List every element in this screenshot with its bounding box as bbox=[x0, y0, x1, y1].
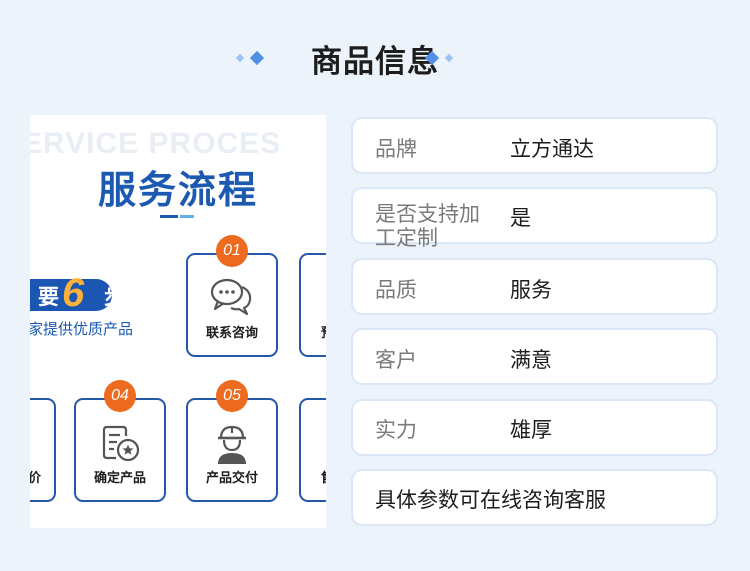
spec-label: 实力 bbox=[375, 418, 417, 442]
title-underline bbox=[160, 215, 178, 218]
spec-label: 品质 bbox=[375, 278, 417, 302]
section-header: 商品信息 bbox=[0, 34, 750, 82]
spec-card-note: 具体参数可在线咨询客服 bbox=[351, 469, 718, 526]
title-underline bbox=[180, 215, 194, 218]
service-process-image: ERVICE PROCES 服务流程 要 6 步 家提供优质产品 联系咨询 01… bbox=[30, 115, 326, 528]
step-number-badge: 04 bbox=[104, 380, 136, 412]
consult-note: 具体参数可在线咨询客服 bbox=[375, 488, 606, 512]
step-label: 产品交付 bbox=[205, 471, 258, 486]
pill-number: 6 bbox=[62, 271, 85, 315]
step-card-partial: 售 bbox=[299, 398, 326, 502]
background-watermark-text: ERVICE PROCES bbox=[30, 127, 282, 160]
step-card-partial: 预 bbox=[299, 253, 326, 357]
pill-prefix: 要 bbox=[38, 285, 59, 309]
worker-helmet-icon bbox=[212, 422, 252, 470]
pill-suffix: 步 bbox=[104, 285, 125, 309]
spec-card-strength: 实力 雄厚 bbox=[351, 399, 718, 456]
spec-label: 客户 bbox=[375, 348, 417, 372]
step-label: 预 bbox=[321, 322, 326, 341]
spec-card-customization: 是否支持加工定制 是 bbox=[351, 187, 718, 250]
step-card-confirm-product: 确定产品 bbox=[74, 398, 166, 502]
document-check-icon bbox=[98, 422, 142, 468]
step-number-badge: 01 bbox=[216, 235, 248, 267]
chat-bubbles-icon bbox=[209, 277, 255, 321]
page-title: 商品信息 bbox=[311, 44, 439, 80]
step-label: 售 bbox=[321, 467, 326, 486]
spec-card-quality: 品质 服务 bbox=[351, 258, 718, 315]
step-label: 价 bbox=[30, 471, 42, 486]
step-label: 确定产品 bbox=[93, 471, 146, 486]
spec-card-brand: 品牌 立方通达 bbox=[351, 117, 718, 174]
steps-pill: 要 6 步 bbox=[30, 271, 125, 315]
banner-subtitle: 家提供优质产品 bbox=[30, 320, 134, 338]
step-label: 联系咨询 bbox=[205, 326, 258, 341]
step-card-partial: 价 bbox=[30, 398, 56, 502]
spec-label: 是否支持加工定制 bbox=[375, 202, 480, 250]
spec-card-customer: 客户 满意 bbox=[351, 328, 718, 385]
spec-value: 雄厚 bbox=[510, 418, 552, 442]
step-card-contact: 联系咨询 bbox=[186, 253, 278, 357]
banner-title: 服务流程 bbox=[97, 168, 258, 212]
spec-value: 服务 bbox=[510, 278, 552, 302]
step-card-delivery: 产品交付 bbox=[186, 398, 278, 502]
spec-label: 品牌 bbox=[375, 137, 417, 161]
spec-value: 立方通达 bbox=[510, 137, 594, 161]
step-number-badge: 05 bbox=[216, 380, 248, 412]
spec-value: 满意 bbox=[510, 348, 552, 372]
spec-value: 是 bbox=[510, 206, 531, 230]
